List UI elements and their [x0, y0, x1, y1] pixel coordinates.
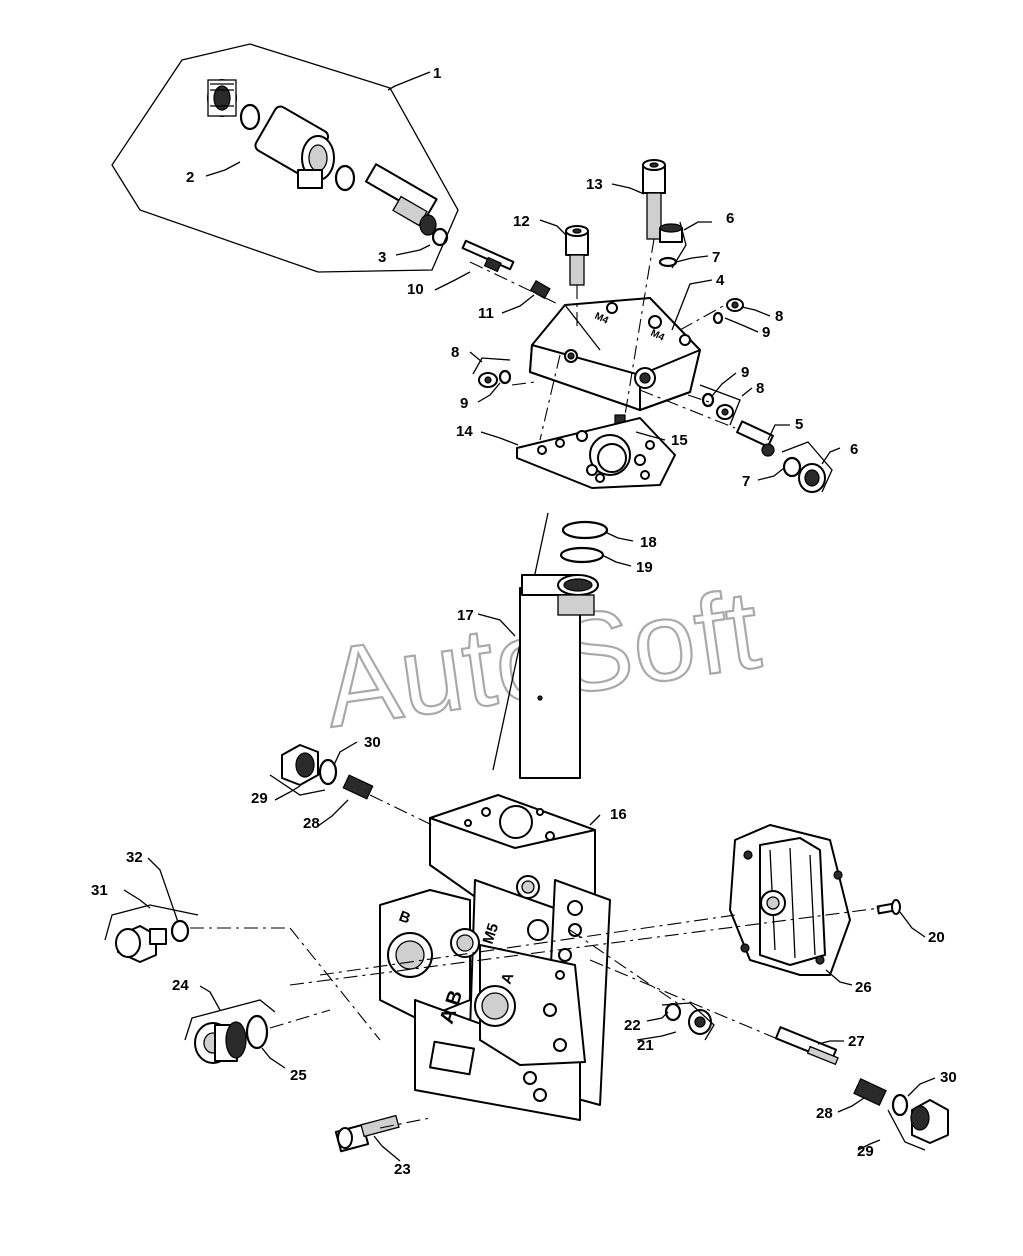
callout-7-top: 7 [712, 249, 720, 266]
plug-21 [661, 1002, 715, 1041]
plug-24 [184, 999, 276, 1064]
solenoid-coil [254, 105, 335, 189]
callout-9-left: 9 [460, 395, 468, 412]
callout-10: 10 [407, 281, 424, 298]
callout-30-right: 30 [940, 1069, 957, 1086]
sleeve-tube-17 [492, 512, 599, 779]
callout-24: 24 [172, 977, 189, 994]
callout-8-left: 8 [451, 344, 459, 361]
callout-2: 2 [186, 169, 194, 186]
callout-29-right: 29 [857, 1143, 874, 1160]
adjusting-pin [461, 239, 515, 273]
pin-5 [736, 420, 775, 457]
callout-leaders [123, 71, 936, 1162]
callout-18: 18 [640, 534, 657, 551]
cover-plate-26 [729, 824, 851, 976]
callout-11: 11 [478, 305, 494, 322]
plug-8-right-mid [699, 384, 741, 426]
callout-31: 31 [91, 882, 108, 899]
callout-28-right: 28 [816, 1105, 833, 1122]
callout-3: 3 [378, 249, 386, 266]
callout-19: 19 [636, 559, 653, 576]
pin-27 [774, 1026, 839, 1066]
plug-8-left [472, 357, 512, 388]
callout-9-right-top: 9 [762, 324, 770, 341]
callout-20: 20 [928, 929, 945, 946]
valve-cartridge [365, 163, 438, 236]
valve-body-16: B M5 A A B [379, 794, 611, 1121]
plug-29-right [887, 1093, 949, 1151]
cap-screw-12 [565, 225, 589, 286]
cap-screw-13 [642, 159, 666, 240]
callout-13: 13 [586, 176, 603, 193]
callout-27: 27 [848, 1033, 865, 1050]
callout-6-top: 6 [726, 210, 734, 227]
callout-8-right-top: 8 [775, 308, 783, 325]
port-m5-marking: M5 [480, 921, 503, 946]
callout-4: 4 [716, 272, 725, 289]
screw-20 [876, 899, 901, 915]
callout-16: 16 [610, 806, 627, 823]
callout-15: 15 [671, 432, 688, 449]
svg-text:M4: M4 [649, 328, 667, 344]
callout-9-right-mid: 9 [741, 364, 749, 381]
callout-23: 23 [394, 1161, 411, 1178]
callout-29-left: 29 [251, 790, 268, 807]
plug-31 [104, 904, 199, 963]
callout-17: 17 [457, 607, 474, 624]
callout-7-right: 7 [742, 473, 750, 490]
callout-1: 1 [433, 65, 441, 82]
assembly-center-lines [190, 238, 881, 1129]
solenoid-assembly-group [111, 43, 459, 273]
svg-text:M4: M4 [593, 311, 611, 327]
callout-8-right-mid: 8 [756, 380, 764, 397]
callout-30-left: 30 [364, 734, 381, 751]
spring-28-left [342, 774, 374, 800]
valve-head-block: M4 M4 [529, 297, 701, 411]
callout-25: 25 [290, 1067, 307, 1084]
callout-5: 5 [795, 416, 803, 433]
callout-6-right: 6 [850, 441, 858, 458]
cap-screw-23 [334, 1114, 400, 1153]
callout-21: 21 [637, 1037, 654, 1054]
gasket-14 [516, 417, 676, 489]
callout-22: 22 [624, 1017, 641, 1034]
spring-28-right [853, 1078, 887, 1106]
callout-labels: 1 2 3 4 5 6 6 7 7 8 8 8 9 9 9 10 11 12 1… [91, 65, 957, 1178]
callout-12: 12 [513, 213, 530, 230]
plug-6-right [781, 441, 833, 493]
callout-28-left: 28 [303, 815, 320, 832]
callout-32: 32 [126, 849, 143, 866]
o-ring-19 [559, 546, 605, 564]
plug-6-top [658, 221, 687, 269]
ring-18 [561, 520, 609, 540]
plug-8-right-top [712, 298, 744, 325]
callout-14: 14 [456, 423, 473, 440]
callout-26: 26 [855, 979, 872, 996]
plug-29-left [269, 744, 338, 796]
